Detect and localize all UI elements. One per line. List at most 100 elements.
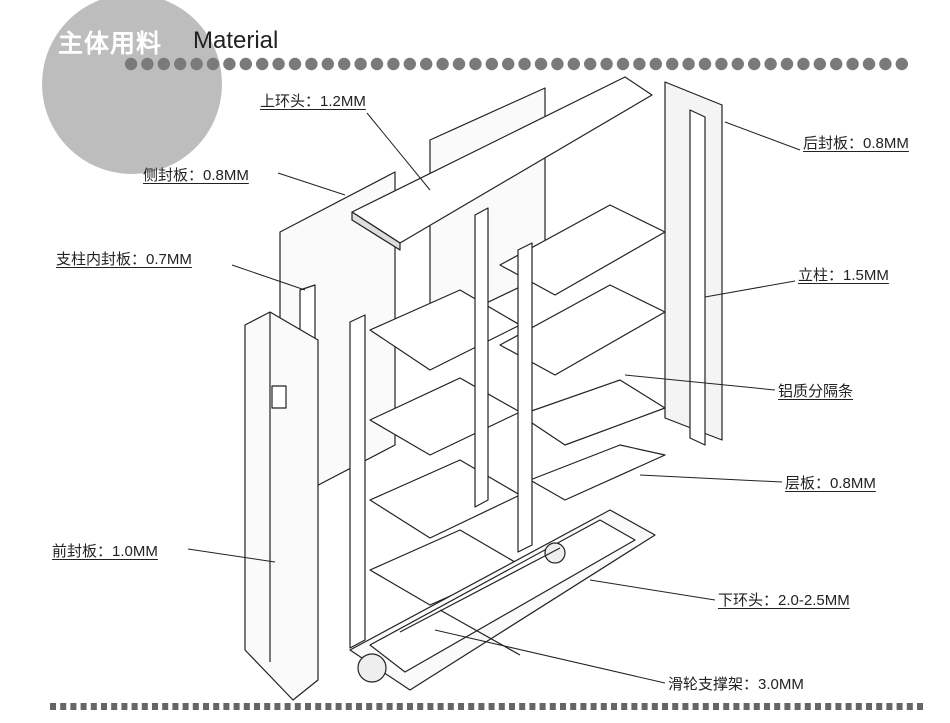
leader-line	[724, 121, 801, 151]
divider-square	[213, 703, 220, 710]
divider-square	[774, 703, 781, 710]
divider-square	[376, 703, 383, 710]
divider-square	[233, 703, 240, 710]
divider-square	[651, 703, 658, 710]
divider-dot	[879, 57, 892, 71]
divider-square	[621, 703, 628, 710]
bottom-ring-inner	[369, 519, 636, 673]
divider-square	[335, 703, 342, 710]
divider-square	[284, 703, 291, 710]
divider-square	[396, 703, 403, 710]
divider-dot	[649, 57, 662, 71]
divider-square	[549, 703, 556, 710]
divider-dot	[141, 57, 154, 71]
divider-dot	[666, 57, 679, 71]
divider-dot	[403, 57, 416, 71]
divider-square	[570, 703, 577, 710]
divider-dot	[534, 57, 548, 71]
divider-square	[682, 703, 689, 710]
label-post-inner-panel: 支柱内封板：0.7MM	[56, 251, 192, 268]
leader-lines	[187, 112, 801, 684]
title-chinese: 主体用料	[58, 29, 163, 58]
divider-square	[835, 703, 842, 710]
divider-square	[886, 703, 893, 710]
divider-square	[733, 703, 740, 710]
title-english: Material	[193, 27, 279, 54]
divider-square	[325, 703, 332, 710]
leader-line	[624, 374, 776, 391]
divider-square	[264, 703, 271, 710]
leader-line	[231, 264, 306, 291]
divider-dot	[338, 57, 351, 71]
divider-dot	[616, 57, 630, 71]
divider-square	[294, 703, 301, 710]
divider-dot	[600, 57, 613, 71]
divider-square	[111, 703, 118, 710]
divider-dot	[420, 57, 433, 71]
divider-square	[539, 703, 546, 710]
divider-square	[162, 703, 169, 710]
divider-square	[345, 703, 352, 710]
label-upright: 立柱：1.5MM	[798, 267, 889, 284]
divider-square	[427, 703, 434, 710]
upright	[517, 242, 533, 553]
divider-square	[437, 703, 444, 710]
divider-square	[498, 703, 505, 710]
leader-line	[366, 112, 431, 191]
divider-square	[713, 703, 719, 710]
top-ring-edge	[351, 211, 401, 251]
shelf	[499, 204, 666, 296]
divider-square	[764, 703, 770, 710]
divider-square	[519, 703, 526, 710]
pulley	[357, 653, 387, 683]
divider-square	[917, 703, 923, 710]
divider-square	[223, 703, 230, 710]
divider-square	[80, 703, 87, 710]
divider-square	[529, 703, 536, 710]
divider-square	[468, 703, 475, 710]
divider-square	[906, 703, 913, 710]
upright	[474, 207, 489, 508]
divider-square	[845, 703, 852, 710]
upright	[349, 314, 366, 649]
divider-dot	[452, 57, 466, 71]
divider-dot	[715, 57, 728, 71]
divider-dot	[223, 57, 236, 71]
divider-square	[447, 703, 454, 710]
divider-square	[804, 703, 811, 710]
divider-square	[662, 703, 668, 710]
divider-dot	[682, 57, 695, 71]
divider-dot	[502, 57, 515, 71]
divider-square	[702, 703, 709, 710]
divider-dot	[567, 57, 580, 71]
divider-square	[315, 703, 322, 710]
divider-dot	[698, 57, 712, 71]
label-front-panel: 前封板：1.0MM	[52, 543, 158, 560]
leader-line	[704, 280, 796, 298]
divider-dot	[813, 57, 826, 71]
divider-square	[70, 703, 77, 710]
divider-dot	[174, 57, 187, 71]
divider-square	[131, 703, 138, 710]
divider-square	[192, 703, 199, 710]
divider-square	[896, 703, 903, 710]
divider-dot	[633, 57, 646, 71]
leader-line	[589, 579, 716, 601]
divider-dot	[288, 57, 302, 71]
leader-line	[277, 172, 346, 196]
dashed-divider-bottom	[50, 703, 923, 710]
divider-dot	[190, 57, 203, 71]
divider-dot	[731, 57, 744, 71]
divider-square	[815, 703, 821, 710]
leader-line	[639, 474, 783, 483]
divider-square	[60, 703, 67, 710]
divider-dot	[551, 57, 564, 71]
leader-line	[187, 548, 276, 563]
divider-dot	[764, 57, 777, 71]
divider-square	[784, 703, 791, 710]
divider-square	[600, 703, 607, 710]
divider-dot	[846, 57, 859, 71]
divider-square	[723, 703, 730, 710]
divider-square	[509, 703, 515, 710]
